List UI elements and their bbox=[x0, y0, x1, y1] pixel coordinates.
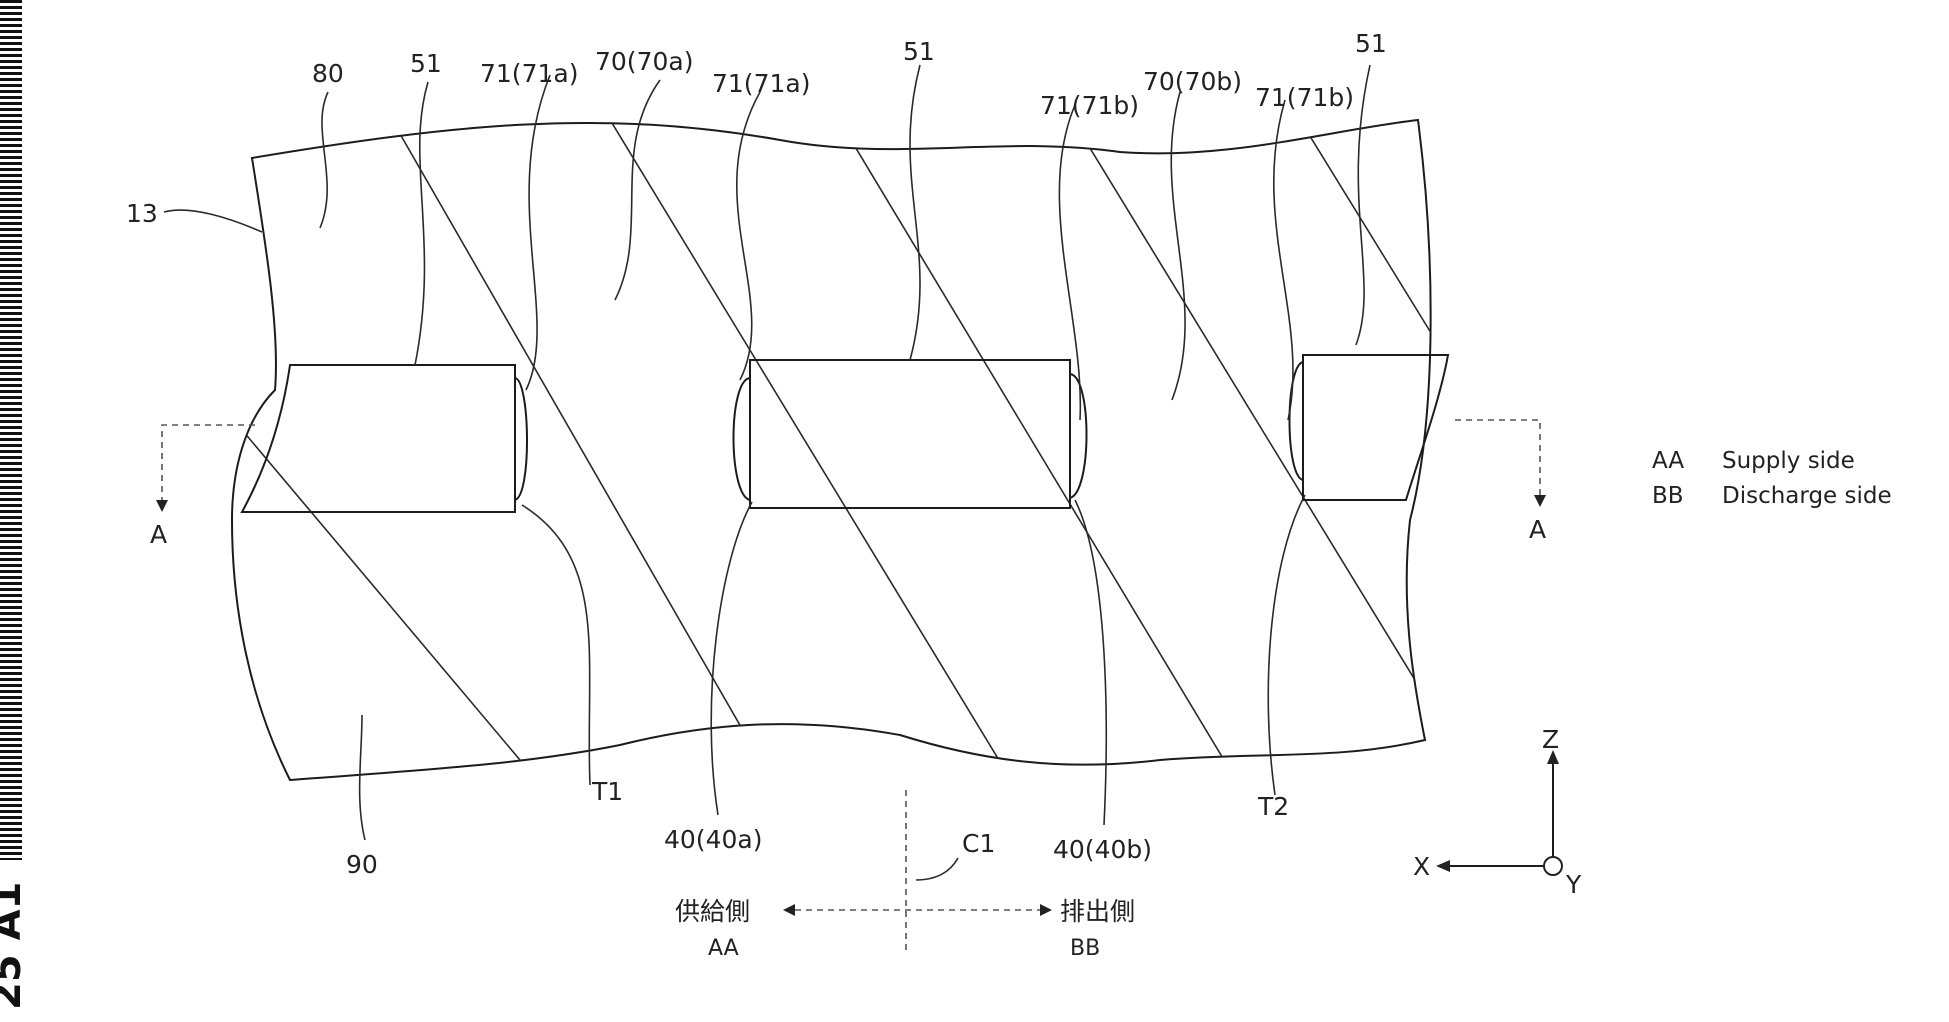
label-t1: T1 bbox=[591, 777, 623, 806]
electrode-middle bbox=[750, 360, 1070, 508]
legend-text-aa: Supply side bbox=[1722, 448, 1855, 474]
label-71b-right: 71(71b) bbox=[1255, 83, 1354, 112]
diagonal-section-lines bbox=[200, 100, 1470, 770]
label-13: 13 bbox=[126, 199, 158, 228]
cap-71a-left bbox=[515, 378, 527, 500]
side-stamp: 25 A1 bbox=[0, 882, 30, 1010]
page-edge-barcode bbox=[0, 0, 22, 860]
direction-supply-code: AA bbox=[708, 936, 739, 961]
label-51-mid: 51 bbox=[903, 37, 935, 66]
cap-71a-right bbox=[734, 378, 751, 500]
label-51-right: 51 bbox=[1355, 29, 1387, 58]
center-line-c1 bbox=[906, 790, 958, 955]
label-c1: C1 bbox=[962, 829, 995, 858]
axes-glyph bbox=[1436, 750, 1562, 875]
direction-discharge-jp: 排出側 bbox=[1060, 897, 1135, 926]
label-51-left: 51 bbox=[410, 49, 442, 78]
direction-arrows bbox=[783, 904, 1052, 916]
label-40b: 40(40b) bbox=[1053, 835, 1152, 864]
direction-supply-jp: 供給側 bbox=[675, 897, 750, 926]
label-90: 90 bbox=[346, 850, 378, 879]
direction-discharge-code: BB bbox=[1070, 936, 1100, 961]
section-line-a bbox=[156, 420, 1546, 512]
label-70b: 70(70b) bbox=[1143, 67, 1242, 96]
axis-label-y: Y bbox=[1565, 870, 1582, 899]
axis-label-x: X bbox=[1413, 852, 1430, 881]
legend-code-bb: BB bbox=[1652, 483, 1684, 509]
label-71a-right: 71(71a) bbox=[712, 69, 810, 98]
label-t2: T2 bbox=[1257, 792, 1289, 821]
label-70a: 70(70a) bbox=[595, 47, 693, 76]
label-71b-left: 71(71b) bbox=[1040, 91, 1139, 120]
label-71a-left: 71(71a) bbox=[480, 59, 578, 88]
legend-code-aa: AA bbox=[1652, 448, 1684, 474]
cap-71b-left bbox=[1070, 374, 1087, 498]
label-a-right: A bbox=[1529, 515, 1546, 544]
axis-label-z: Z bbox=[1542, 725, 1559, 754]
label-80: 80 bbox=[312, 59, 344, 88]
sheet-outline bbox=[232, 120, 1431, 780]
label-a-left: A bbox=[150, 520, 167, 549]
legend-text-bb: Discharge side bbox=[1722, 483, 1892, 509]
legend: AA Supply side BB Discharge side bbox=[1652, 448, 1892, 509]
label-40a: 40(40a) bbox=[664, 825, 762, 854]
cap-71b-right bbox=[1290, 362, 1304, 480]
electrode-left bbox=[242, 365, 515, 512]
